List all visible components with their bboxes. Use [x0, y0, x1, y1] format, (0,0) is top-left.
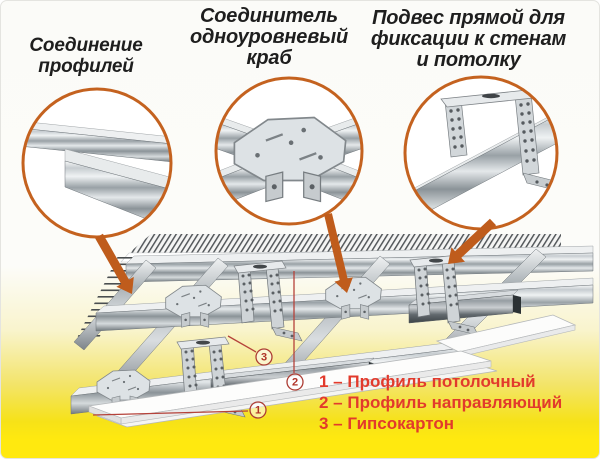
- magnifier-profile-connection: [21, 87, 173, 239]
- callout-label-line: Подвес прямой для: [372, 7, 565, 29]
- ceiling-frame-diagram: 1 2 3: [70, 234, 594, 428]
- callout-label-line: Соединитель: [200, 5, 338, 27]
- legend-item: 1 – Профиль потолочный: [319, 372, 536, 391]
- callout-label-line: фиксации к стенам: [370, 28, 567, 50]
- profile-connection-detail: [23, 120, 171, 232]
- callout-label-line: одноуровневый: [190, 26, 348, 48]
- marker-1: 1: [255, 405, 261, 417]
- leader-line-1: [92, 410, 249, 416]
- callout-label-line: профилей: [38, 56, 134, 77]
- callout-label-line: Соединение: [29, 35, 143, 56]
- drywall-panel-bottom: [87, 350, 498, 428]
- marker-2: 2: [292, 377, 298, 389]
- marker-circle-3: [255, 348, 273, 366]
- legend: 1 – Профиль потолочный 2 – Профиль напра…: [319, 371, 591, 434]
- legend-item: 2 – Профиль направляющий: [319, 393, 563, 412]
- callout-arrows: [95, 213, 497, 294]
- marker-circle-1: [249, 401, 267, 419]
- callout-label-profile-connection: Соединение профилей: [3, 35, 169, 77]
- callout-label-line: и потолку: [416, 49, 521, 71]
- arrow-to-direct-hanger: [448, 218, 497, 264]
- arrow-to-profile-connection: [95, 233, 134, 294]
- magnifier-crab-connector: [214, 76, 364, 226]
- annotations: [92, 271, 304, 419]
- callout-label-line: краб: [246, 47, 292, 69]
- arrow-to-crab-connector: [324, 213, 353, 293]
- legend-item: 3 – Гипсокартон: [319, 414, 455, 433]
- direct-hanger-detail: [405, 88, 557, 226]
- callout-label-direct-hanger: Подвес прямой для фиксации к стенам и по…: [351, 8, 586, 71]
- magnifier-direct-hanger: [403, 75, 559, 231]
- marker-circle-2: [286, 373, 304, 391]
- leader-line-3: [227, 335, 257, 353]
- callout-label-crab-connector: Соединитель одноуровневый краб: [183, 6, 355, 69]
- marker-3: 3: [261, 352, 267, 364]
- guide-profile-right: [408, 289, 521, 324]
